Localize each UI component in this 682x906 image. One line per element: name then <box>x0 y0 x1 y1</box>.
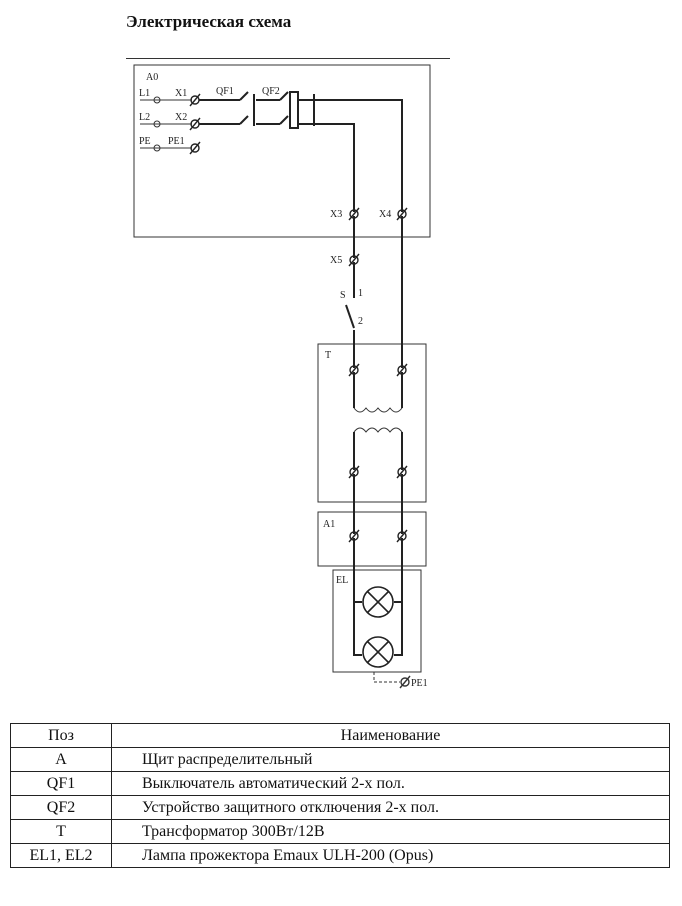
component-table: Поз Наименование A Щит распределительный… <box>10 723 670 868</box>
qf2-body <box>289 91 299 129</box>
terminal-l2 <box>153 120 161 128</box>
label-t: T <box>325 350 331 361</box>
clamp-x4 <box>396 207 408 221</box>
wire-lamps-right <box>394 538 403 656</box>
cell-name: Трансформатор 300Вт/12В <box>111 819 670 844</box>
table-row: QF1 Выключатель автоматический 2-х пол. <box>10 771 670 796</box>
header-name: Наименование <box>111 723 670 748</box>
table-row: T Трансформатор 300Вт/12В <box>10 819 670 844</box>
header-pos: Поз <box>10 723 112 748</box>
label-x5: X5 <box>330 255 342 266</box>
cell-pos: T <box>10 819 112 844</box>
table-row: A Щит распределительный <box>10 747 670 772</box>
qf1-contact-1 <box>239 91 249 101</box>
cell-name: Щит распределительный <box>111 747 670 772</box>
table-row: QF2 Устройство защитного отключения 2-х … <box>10 795 670 820</box>
table-row: EL1, EL2 Лампа прожектора Emaux ULH-200 … <box>10 843 670 868</box>
clamp-t-in-left <box>348 363 360 377</box>
cell-pos: QF1 <box>10 771 112 796</box>
lamp-el2-icon <box>362 636 394 668</box>
cell-name: Выключатель автоматический 2-х пол. <box>111 771 670 796</box>
clamp-x1 <box>189 93 201 107</box>
title-underline <box>126 58 450 59</box>
label-qf2: QF2 <box>262 86 280 97</box>
clamp-t-out-right <box>396 465 408 479</box>
clamp-x5 <box>348 253 360 267</box>
qf2-contact-1 <box>279 91 289 101</box>
clamp-x2 <box>189 117 201 131</box>
label-x1: X1 <box>175 88 187 99</box>
diagram-title: Электрическая схема <box>126 12 292 31</box>
electrical-schematic: A0 L1 L2 PE X1 X2 PE1 QF1 QF2 X3 X4 X5 S… <box>133 64 431 689</box>
a1-frame <box>317 511 427 567</box>
clamp-t-in-right <box>396 363 408 377</box>
label-qf1: QF1 <box>216 86 234 97</box>
table-header-row: Поз Наименование <box>10 723 670 748</box>
label-l1: L1 <box>139 88 150 99</box>
ground-pe1-bottom <box>373 672 411 689</box>
clamp-a1-left <box>348 529 360 543</box>
cell-name: Лампа прожектора Emaux ULH-200 (Opus) <box>111 843 670 868</box>
label-s: S <box>340 290 346 301</box>
transformer-coils <box>353 407 403 433</box>
cell-pos: QF2 <box>10 795 112 820</box>
qf1-contact-2 <box>239 115 249 125</box>
switch-s-blade <box>345 304 355 329</box>
label-pe1-bottom: PE1 <box>411 678 428 689</box>
cell-pos: EL1, EL2 <box>10 843 112 868</box>
qf2-contact-2 <box>279 115 289 125</box>
label-a1: A1 <box>323 519 335 530</box>
label-x3: X3 <box>330 209 342 220</box>
label-s-1: 1 <box>358 288 363 299</box>
wire-to-x3 <box>298 123 355 212</box>
lamp-el1-icon <box>362 586 394 618</box>
cell-pos: A <box>10 747 112 772</box>
clamp-a1-right <box>396 529 408 543</box>
terminal-l1 <box>153 96 161 104</box>
clamp-t-out-left <box>348 465 360 479</box>
label-a0: A0 <box>146 72 158 83</box>
label-x4: X4 <box>379 209 391 220</box>
terminal-pe <box>153 144 161 152</box>
clamp-x3 <box>348 207 360 221</box>
label-s-2: 2 <box>358 316 363 327</box>
wire-to-x4 <box>298 99 403 212</box>
clamp-pe1-top <box>189 141 201 155</box>
el-frame <box>332 569 422 673</box>
label-el: EL <box>336 575 348 586</box>
panel-a0-frame <box>133 64 431 238</box>
label-x2: X2 <box>175 112 187 123</box>
cell-name: Устройство защитного отключения 2-х пол. <box>111 795 670 820</box>
wire-lamps-left <box>353 538 362 656</box>
transformer-frame <box>317 343 427 503</box>
label-pe1-top: PE1 <box>168 136 185 147</box>
label-l2: L2 <box>139 112 150 123</box>
label-pe: PE <box>139 136 151 147</box>
